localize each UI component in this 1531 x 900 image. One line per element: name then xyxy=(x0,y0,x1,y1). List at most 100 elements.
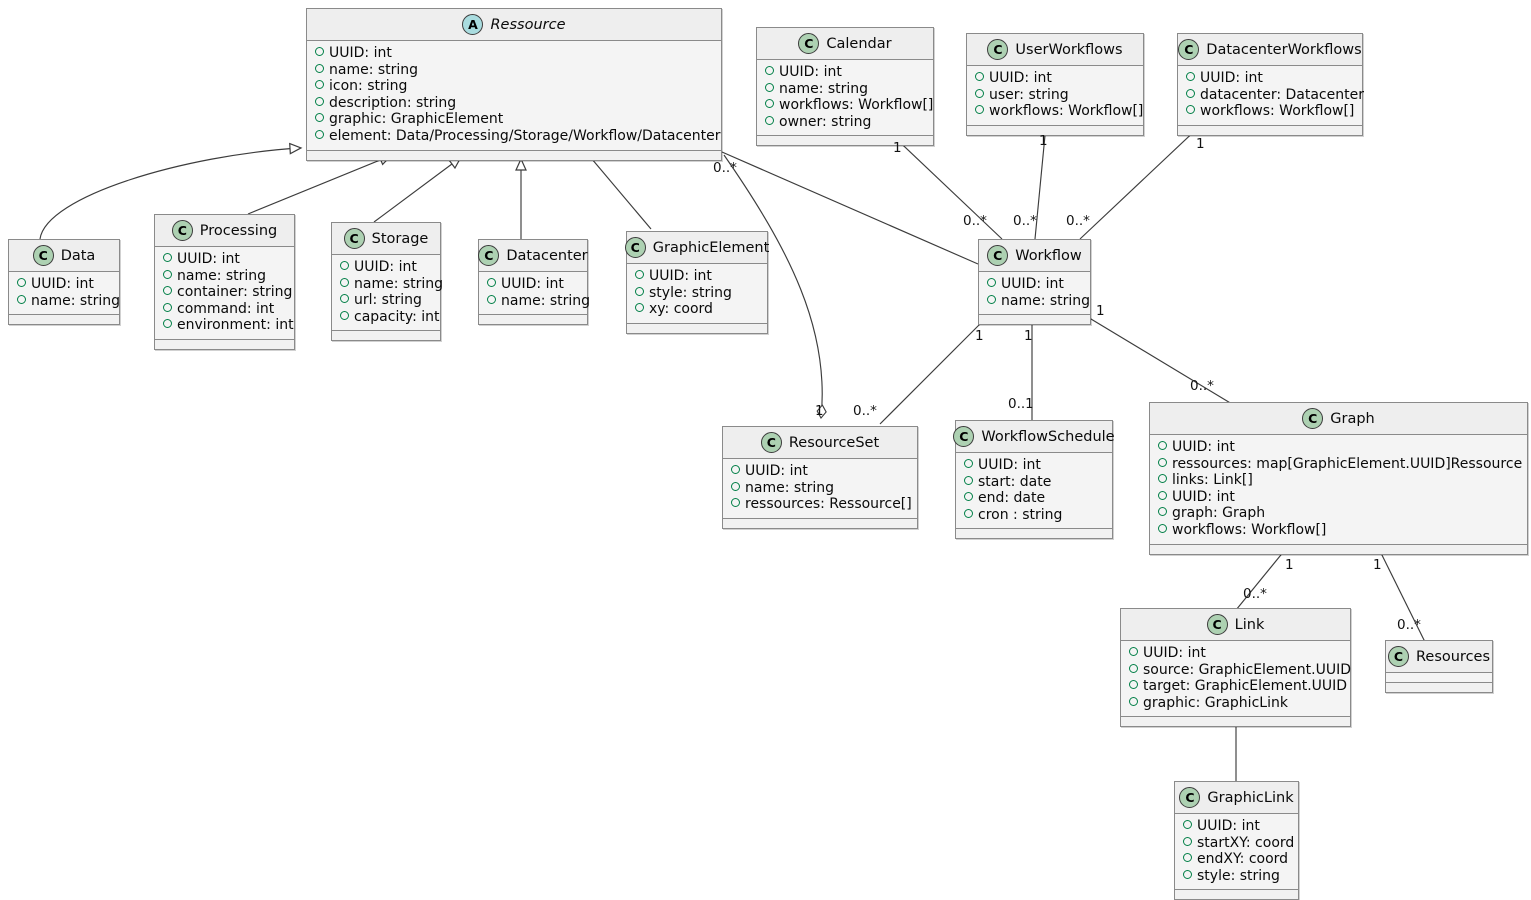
cardinality-label: 0..* xyxy=(1066,213,1090,229)
visibility-public-icon xyxy=(340,294,349,304)
edge-calendar-workflow xyxy=(877,121,1003,240)
class-name-datacenter: Datacenter xyxy=(506,247,588,264)
edge-ressource-workflow xyxy=(721,151,979,265)
abstract-class-icon: A xyxy=(462,14,484,35)
method-compartment-resources xyxy=(1386,683,1492,692)
visibility-public-icon xyxy=(975,105,984,115)
method-compartment-processing xyxy=(155,339,294,349)
attribute-row: xy: coord xyxy=(635,301,759,318)
attribute-label: name: string xyxy=(31,292,121,309)
cardinality-label: 1 xyxy=(1373,557,1382,573)
cardinality-label: 0..* xyxy=(853,403,877,419)
visibility-public-icon xyxy=(163,302,172,312)
attribute-label: ressources: map[GraphicElement.UUID]Ress… xyxy=(1172,455,1523,472)
attribute-label: UUID: int xyxy=(1197,818,1260,834)
edge-workflow-resourceset xyxy=(879,306,998,425)
cardinality-label: 0..* xyxy=(1397,617,1421,633)
cardinality-label: 0..* xyxy=(1013,213,1037,229)
attribute-label: graphic: GraphicElement xyxy=(329,111,504,128)
visibility-public-icon xyxy=(765,82,774,92)
attribute-label: command: int xyxy=(177,300,275,317)
cardinality-label: 1 xyxy=(1039,133,1048,149)
method-compartment-workflowschedule xyxy=(956,529,1112,539)
visibility-public-icon xyxy=(765,66,774,75)
attribute-row: graph: Graph xyxy=(1158,505,1519,522)
visibility-public-icon xyxy=(635,286,644,296)
visibility-public-icon xyxy=(1158,490,1167,500)
attribute-label: workflows: Workflow[] xyxy=(1172,521,1327,538)
class-icon: C xyxy=(760,432,782,453)
class-name-graphiclink: GraphicLink xyxy=(1207,789,1294,806)
attribute-row: UUID: int xyxy=(964,457,1104,474)
attribute-row: name: string xyxy=(163,268,286,285)
attribute-label: environment: int xyxy=(177,317,294,334)
method-compartment-workflow xyxy=(979,315,1090,325)
attribute-row: user: string xyxy=(975,87,1135,104)
attribute-row: UUID: int xyxy=(340,259,432,276)
visibility-public-icon xyxy=(1129,647,1138,656)
attribute-row: name: string xyxy=(487,293,590,310)
attribute-row: UUID: int xyxy=(731,463,909,480)
attribute-row: element: Data/Processing/Storage/Workflo… xyxy=(315,128,720,145)
class-name-workflowschedule: WorkflowSchedule xyxy=(981,428,1115,445)
class-name-ressource: Ressource xyxy=(490,16,566,33)
attribute-row: icon: string xyxy=(315,78,713,95)
attribute-row: name: string xyxy=(17,293,120,310)
attribute-row: endXY: coord xyxy=(1183,851,1290,868)
attribute-label: name: string xyxy=(501,292,591,309)
visibility-public-icon xyxy=(340,277,349,287)
attribute-label: name: string xyxy=(329,61,419,78)
visibility-public-icon xyxy=(1158,507,1167,517)
cardinality-label: 0..* xyxy=(713,160,737,176)
attribute-row: graphic: GraphicLink xyxy=(1129,695,1342,712)
method-compartment-storage xyxy=(332,331,440,341)
attribute-row: ressources: Ressource[] xyxy=(731,496,912,513)
edge-graph-link xyxy=(1235,534,1298,611)
attribute-row: owner: string xyxy=(765,114,925,131)
method-compartment-calendar xyxy=(757,136,933,146)
attribute-label: owner: string xyxy=(779,113,872,130)
visibility-public-icon xyxy=(964,508,973,518)
attribute-label: UUID: int xyxy=(31,276,94,292)
attribute-row: UUID: int xyxy=(315,45,713,62)
attribute-label: workflows: Workflow[] xyxy=(779,97,934,114)
attribute-row: cron : string xyxy=(964,507,1104,524)
visibility-public-icon xyxy=(964,492,973,502)
attribute-label: UUID: int xyxy=(1143,645,1206,661)
attribute-label: UUID: int xyxy=(779,64,842,80)
edge-data-ressource xyxy=(39,142,303,240)
cardinality-label: 1 xyxy=(1096,303,1105,319)
attribute-row: environment: int xyxy=(163,317,294,334)
visibility-public-icon xyxy=(1183,853,1192,863)
class-icon: C xyxy=(32,245,54,266)
